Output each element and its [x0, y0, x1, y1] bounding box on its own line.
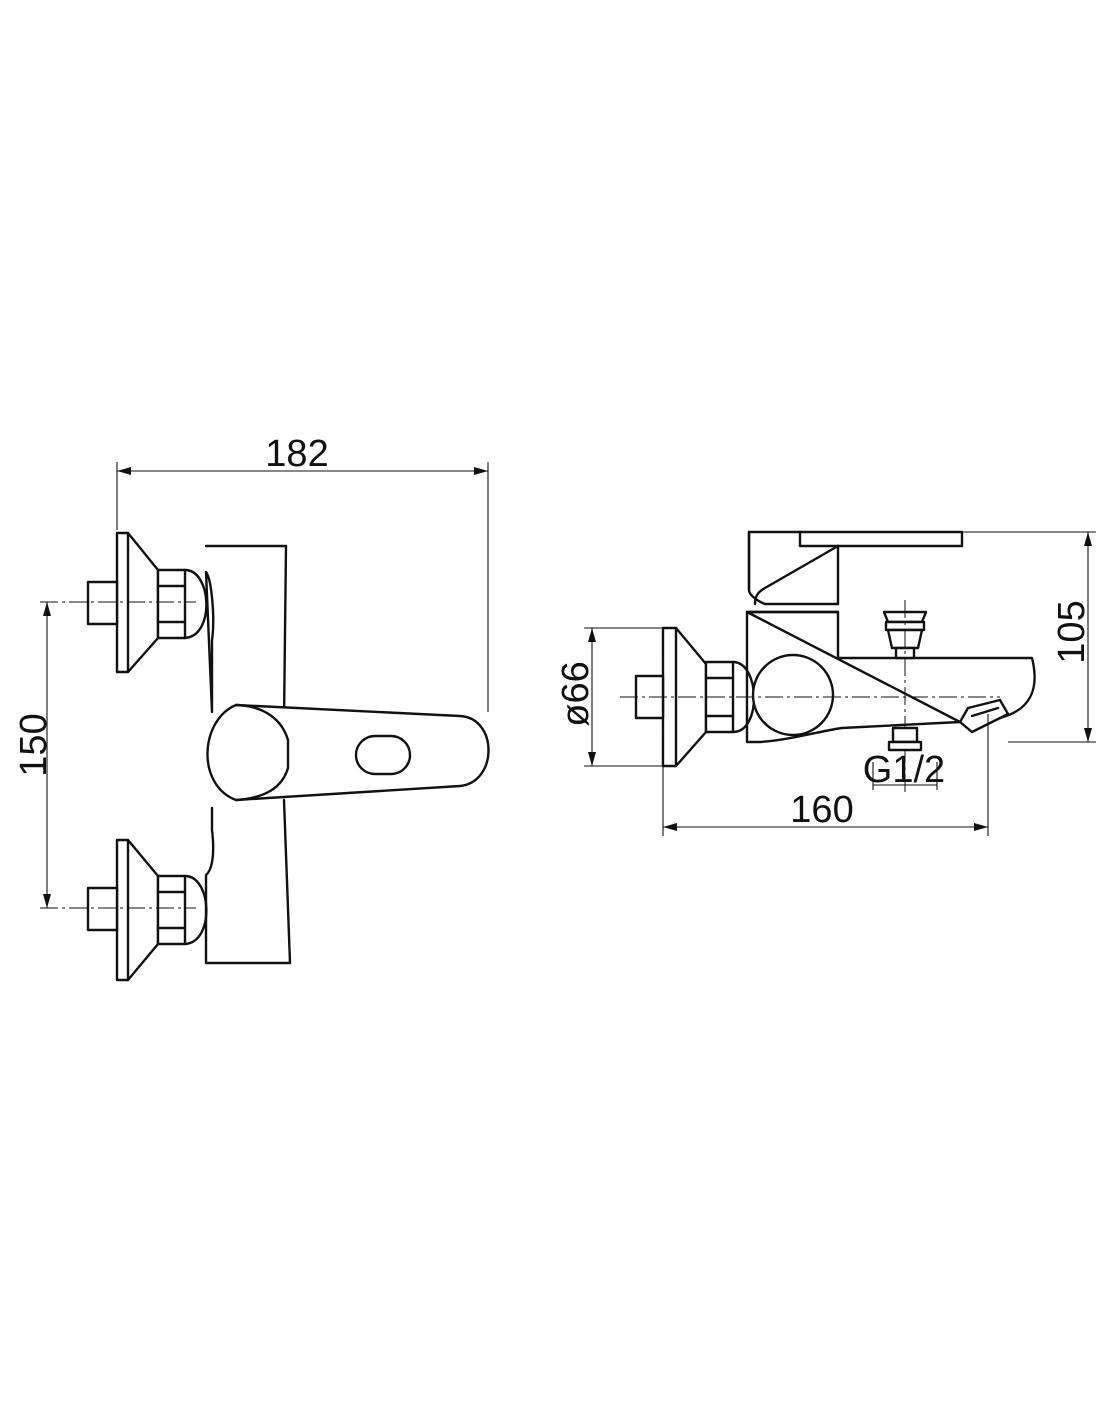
- shower-outlet: [872, 726, 938, 790]
- bottom-hex-nut: [156, 874, 187, 946]
- dimension-160-label: 160: [790, 789, 853, 831]
- spout-aerator: [958, 698, 1010, 734]
- bottom-connector: [183, 874, 208, 946]
- top-connector: [183, 568, 208, 640]
- dimension-182-label: 182: [265, 433, 328, 475]
- bottom-wall-flange: [115, 838, 160, 982]
- dimension-105: [962, 531, 1096, 743]
- cartridge-circle: [751, 653, 835, 737]
- side-lever: [747, 530, 964, 606]
- dimension-105-label: 105: [1051, 600, 1093, 663]
- dimension-160: [662, 714, 989, 836]
- dimension-150-label: 150: [13, 713, 55, 776]
- top-hex-nut: [156, 568, 187, 640]
- dimension-o66-label: ø66: [555, 661, 597, 726]
- dimension-182: [116, 462, 489, 712]
- top-inlet-pipe: [86, 580, 119, 626]
- mixer-body: [204, 544, 292, 965]
- dimension-150: [43, 602, 51, 908]
- side-view: ø66 105 160 G1/2: [555, 530, 1096, 836]
- bottom-inlet-pipe: [86, 886, 119, 932]
- thread-label: G1/2: [863, 749, 945, 791]
- lever-handle: [206, 703, 490, 802]
- dimension-o66: [584, 627, 663, 767]
- front-view: 182 150: [13, 433, 490, 982]
